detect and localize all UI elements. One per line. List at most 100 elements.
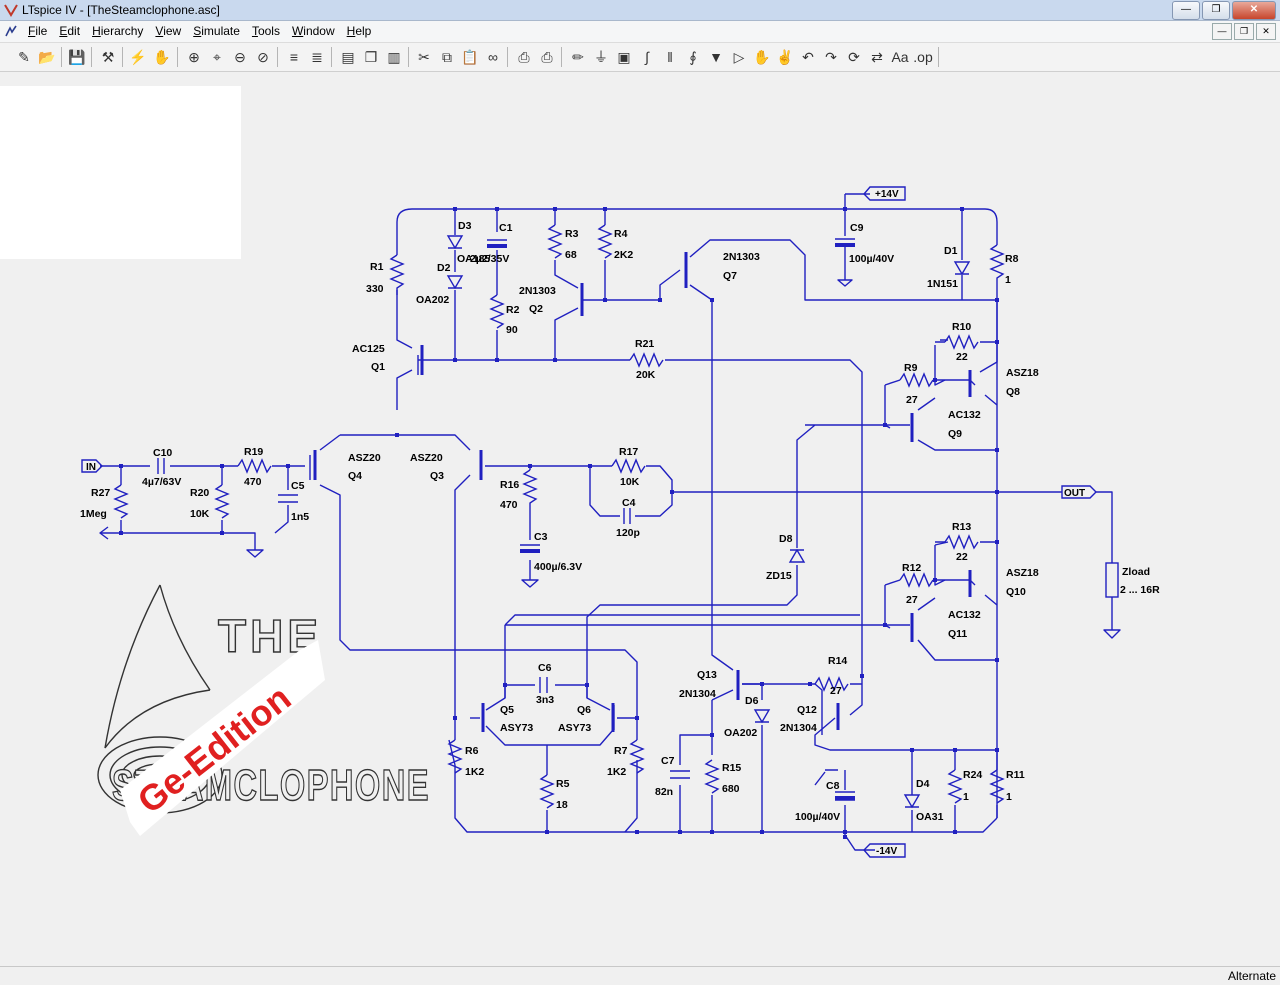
menu-file[interactable]: File: [28, 24, 48, 38]
component-icon[interactable]: ▷: [733, 49, 745, 65]
schematic-doc-icon[interactable]: [4, 24, 18, 38]
halt-icon[interactable]: ✋: [153, 49, 171, 65]
restore-button[interactable]: ❐: [1202, 1, 1230, 20]
value-q1: AC125: [352, 343, 385, 355]
new-schematic-icon[interactable]: ✎: [18, 49, 30, 65]
fft-icon[interactable]: ≣: [311, 49, 323, 65]
label-r19: R19: [244, 446, 263, 458]
close-button[interactable]: ✕: [1232, 1, 1276, 20]
run-icon[interactable]: ⚡: [129, 49, 147, 65]
rotate-icon[interactable]: ⟳: [848, 49, 860, 65]
inductor-icon[interactable]: ∮: [689, 49, 697, 65]
undo-icon[interactable]: ↶: [802, 49, 814, 65]
label-r12: R12: [902, 562, 921, 574]
mirror-icon[interactable]: ⇄: [871, 49, 883, 65]
resistor-icon[interactable]: ∫: [645, 49, 649, 65]
label-r14: R14: [828, 655, 847, 667]
port-vneg: -14V: [876, 846, 897, 857]
value-r14: 27: [830, 685, 842, 697]
menu-bar: File Edit Hierarchy View Simulate Tools …: [0, 21, 1280, 43]
value-r4: 2K2: [614, 249, 633, 261]
label-q3: Q3: [430, 470, 444, 482]
menu-help[interactable]: Help: [346, 24, 372, 38]
draw-wire-icon[interactable]: ✏: [572, 49, 584, 65]
toolbar-separator: [561, 47, 562, 67]
zoom-cancel-icon[interactable]: ⊘: [257, 49, 269, 65]
diode-icon[interactable]: ▼: [709, 49, 723, 65]
doc-minimize-button[interactable]: —: [1212, 23, 1232, 40]
label-q5: Q5: [500, 704, 514, 716]
find-icon[interactable]: ∞: [488, 49, 498, 65]
cut-icon[interactable]: ✂: [418, 49, 430, 65]
menu-window[interactable]: Window: [291, 24, 335, 38]
menu-view[interactable]: View: [155, 24, 182, 38]
value-d2: OA202: [416, 294, 449, 306]
label-q8: Q8: [1006, 386, 1020, 398]
tile-horizontal-icon[interactable]: ▤: [341, 49, 355, 65]
value-d3: OA185: [457, 253, 490, 265]
value-c5: 1n5: [291, 511, 309, 523]
value-r15: 680: [722, 783, 740, 795]
value-r11: 1: [1006, 791, 1012, 803]
move-icon[interactable]: ✋: [753, 49, 771, 65]
drag-icon[interactable]: ✌: [776, 49, 794, 65]
copy-icon[interactable]: ⧉: [442, 49, 452, 65]
label-r16: R16: [500, 479, 519, 491]
open-folder-icon[interactable]: 📂: [38, 49, 56, 65]
label-q1: Q1: [371, 361, 385, 373]
save-icon[interactable]: 💾: [68, 49, 86, 65]
zoom-in-icon[interactable]: ⊕: [188, 49, 200, 65]
label-c1: C1: [499, 222, 513, 234]
value-r21: 20K: [636, 369, 656, 381]
label-d3: D3: [458, 220, 472, 232]
status-bar: Alternate: [0, 966, 1280, 985]
blank-panel: [0, 86, 241, 259]
doc-restore-button[interactable]: ❐: [1234, 23, 1254, 40]
value-c8: 100µ/40V: [795, 811, 840, 823]
spice-directive-icon[interactable]: .op: [913, 49, 933, 65]
minimize-button[interactable]: —: [1172, 1, 1200, 20]
label-q13: Q13: [697, 669, 717, 681]
value-r7: 1K2: [607, 766, 626, 778]
menu-edit[interactable]: Edit: [59, 24, 81, 38]
label-q2: Q2: [529, 303, 543, 315]
label-r20: R20: [190, 487, 209, 499]
print-icon[interactable]: ⎙: [541, 49, 553, 65]
label-r24: R24: [963, 769, 982, 781]
value-r20: 10K: [190, 508, 210, 520]
schematic-canvas[interactable]: IN OUT +14V -14V R1 330 R2 90 R3 68 R4 2…: [0, 72, 1280, 965]
label-d4: D4: [916, 778, 930, 790]
control-panel-icon[interactable]: ⚒: [101, 49, 115, 65]
menu-hierarchy[interactable]: Hierarchy: [92, 24, 144, 38]
value-d4: OA31: [916, 811, 944, 823]
value-c10: 4µ7/63V: [142, 476, 181, 488]
menu-tools[interactable]: Tools: [251, 24, 280, 38]
cascade-icon[interactable]: ❐: [364, 49, 378, 65]
capacitor-icon[interactable]: ‖: [667, 49, 673, 65]
value-r8: 1: [1005, 274, 1011, 286]
tile-vertical-icon[interactable]: ▥: [387, 49, 401, 65]
label-r9: R9: [904, 362, 918, 374]
value-d1: 1N151: [927, 278, 958, 290]
label-d1: D1: [944, 245, 958, 257]
value-d6: OA202: [724, 727, 757, 739]
autorange-icon[interactable]: ≡: [289, 49, 299, 65]
value-r24: 1: [963, 791, 969, 803]
label-net-icon[interactable]: ▣: [617, 49, 631, 65]
doc-close-button[interactable]: ✕: [1256, 23, 1276, 40]
print-preview-icon[interactable]: ⎙: [518, 49, 530, 65]
toolbar-separator: [408, 47, 409, 67]
value-r27: 1Meg: [80, 508, 107, 520]
menu-simulate[interactable]: Simulate: [193, 24, 240, 38]
paste-icon[interactable]: 📋: [461, 49, 479, 65]
redo-icon[interactable]: ↷: [825, 49, 837, 65]
value-q8: ASZ18: [1006, 367, 1039, 379]
value-q2: 2N1303: [519, 285, 556, 297]
value-r10: 22: [956, 351, 968, 363]
ground-icon[interactable]: ⏚: [594, 49, 608, 65]
pan-icon[interactable]: ⌖: [213, 49, 221, 65]
label-q4: Q4: [348, 470, 362, 482]
zoom-out-icon[interactable]: ⊖: [234, 49, 246, 65]
port-out: OUT: [1064, 488, 1085, 499]
text-icon[interactable]: Aa: [891, 49, 909, 65]
